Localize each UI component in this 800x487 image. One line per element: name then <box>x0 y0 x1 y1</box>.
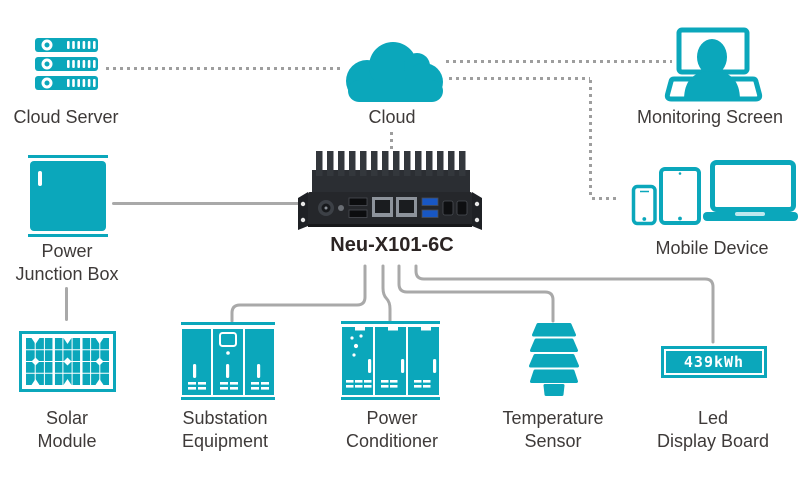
solar-module-icon <box>19 331 116 392</box>
cloud-label: Cloud <box>368 107 416 127</box>
cloud-server-label: Cloud Server <box>13 107 119 127</box>
led-display-value: 439kWh <box>666 351 762 373</box>
line-device-to-ledboard <box>414 264 715 344</box>
cloud-icon <box>346 42 443 102</box>
neu-x101-device-image <box>298 151 482 230</box>
dotted-line-cloud-to-device <box>390 132 393 149</box>
line-junctionbox-to-device <box>112 202 302 205</box>
mobile-device-icon <box>631 160 798 226</box>
monitoring-screen-label: Monitoring Screen <box>636 107 784 127</box>
power-conditioner-icon <box>341 321 440 400</box>
temperature-sensor-icon <box>529 323 579 396</box>
power-junction-box-label: Power Junction Box <box>15 241 119 284</box>
temperature-sensor-label: Temperature Sensor <box>502 408 604 451</box>
dotted-line-cloudserver-to-cloud <box>106 67 342 70</box>
line-junctionbox-to-solar <box>65 287 68 321</box>
line-device-to-tempsensor <box>397 264 555 323</box>
cloud-server-icon <box>35 38 98 90</box>
power-conditioner-label: Power Conditioner <box>345 408 439 451</box>
led-display-board: 439kWh <box>661 346 767 378</box>
monitoring-screen-icon <box>664 27 763 102</box>
solar-module-label: Solar Module <box>37 408 97 451</box>
mobile-device-label: Mobile Device <box>655 238 769 258</box>
dotted-line-cloud-to-mobile-v <box>589 80 592 198</box>
dotted-line-cloud-to-mobile-h1 <box>449 77 590 80</box>
substation-equipment-icon <box>181 322 275 400</box>
junction-box-bottom-line <box>28 234 108 237</box>
power-junction-box-icon <box>30 161 106 231</box>
line-device-to-substation <box>230 264 367 323</box>
junction-box-latch <box>38 171 42 186</box>
substation-equipment-label: Substation Equipment <box>181 408 269 451</box>
dotted-line-cloud-to-mobile-h2 <box>592 197 619 200</box>
led-display-board-label: Led Display Board <box>656 408 770 451</box>
dotted-line-cloud-to-monitoring <box>446 60 672 63</box>
device-model-title: Neu-X101-6C <box>330 234 454 256</box>
junction-box-top-line <box>28 155 108 158</box>
line-device-to-conditioner <box>381 264 392 323</box>
